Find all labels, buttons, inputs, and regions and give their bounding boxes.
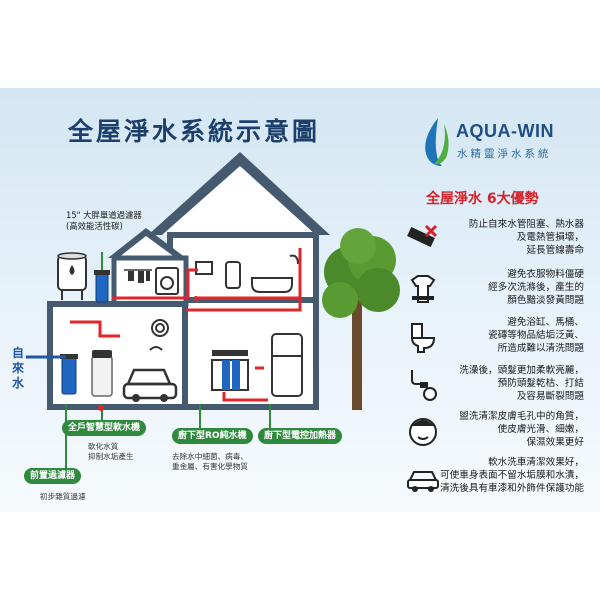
pre-filter bbox=[60, 354, 78, 395]
big-filter-label: 15" 大胖單道過濾器 (高效能活性碳) bbox=[66, 210, 142, 231]
water-softener bbox=[91, 350, 113, 397]
advantage-item-4: 洗澡後，頭髮更加柔軟亮麗， 預防頭髮乾枯、打結 及容易斷裂問題 bbox=[404, 364, 590, 408]
pre-filter-desc: 初步雜質過濾 bbox=[40, 492, 86, 501]
tree bbox=[322, 228, 400, 410]
advantage-text-4: 洗澡後，頭髮更加柔軟亮麗， 預防頭髮乾枯、打結 及容易斷裂問題 bbox=[459, 365, 584, 402]
softener-desc: 軟化水質 抑制水垢產生 bbox=[88, 442, 134, 461]
ro-label: 廚下型RO純水機 bbox=[172, 428, 253, 444]
water-tank bbox=[57, 252, 87, 300]
softener-label: 全戶智慧型軟水機 bbox=[62, 420, 147, 436]
bathroom-fixtures bbox=[195, 254, 299, 293]
advantage-text-2: 避免衣服物料僵硬 經多次洗滌後，產生的 顏色黯淡發黃問題 bbox=[488, 269, 584, 306]
kitchen-fixtures bbox=[211, 333, 303, 397]
big-filter bbox=[94, 270, 110, 303]
clothes-icon bbox=[410, 275, 436, 303]
page-title: 全屋淨水系統示意圖 bbox=[68, 117, 321, 146]
advantage-text-1: 防止自來水管阻塞、熱水器 及電熱管損壞， 延長管線壽命 bbox=[468, 219, 584, 256]
advantage-text-5: 盥洗清潔皮膚毛孔中的角質， 使皮膚光滑、細嫩， 保濕效果更好 bbox=[459, 411, 584, 448]
toilet-icon bbox=[410, 323, 436, 353]
brand-tagline: 水精靈淨水系統 bbox=[457, 148, 552, 160]
advantage-item-2: 避免衣服物料僵硬 經多次洗滌後，產生的 顏色黯淡發黃問題 bbox=[404, 268, 590, 312]
aqua-win-logo bbox=[425, 118, 449, 166]
water-pipes bbox=[70, 248, 302, 402]
advantages-title: 全屋淨水 6大優勢 bbox=[426, 191, 539, 207]
hose bbox=[149, 319, 169, 351]
advantage-text-3: 避免浴缸、馬桶、 瓷磚等物品結垢泛黃、 所造成難以清洗問題 bbox=[488, 317, 584, 354]
advantage-text-6: 軟水洗車清潔效果好， 可使車身表面不留水垢膜和水漬， 清洗後具有車漆和外飾件保護… bbox=[440, 457, 584, 494]
advantage-item-1: 防止自來水管阻塞、熱水器 及電熱管損壞， 延長管線壽命 bbox=[404, 218, 590, 262]
advantage-item-5: 盥洗清潔皮膚毛孔中的角質， 使皮膚光滑、細嫩， 保濕效果更好 bbox=[404, 410, 590, 454]
shower-icon bbox=[411, 370, 437, 401]
tap-water-label: 自來水 bbox=[12, 346, 25, 390]
heater-label: 廚下型電控加熱器 bbox=[258, 428, 343, 444]
car bbox=[122, 368, 178, 402]
washing-machine bbox=[124, 267, 179, 295]
ro-desc: 去除水中細菌、病毒、 重金屬、有害化學物質 bbox=[172, 452, 248, 471]
advantage-item-3: 避免浴缸、馬桶、 瓷磚等物品結垢泛黃、 所造成難以清洗問題 bbox=[404, 316, 590, 360]
advantage-item-6: 軟水洗車清潔效果好， 可使車身表面不留水垢膜和水漬， 清洗後具有車漆和外飾件保護… bbox=[404, 456, 590, 500]
car-icon bbox=[407, 471, 439, 492]
face-icon bbox=[409, 418, 437, 446]
brand-name: AQUA-WIN bbox=[456, 121, 554, 141]
pipe-icon bbox=[407, 224, 438, 248]
pre-filter-label: 前置過濾器 bbox=[24, 468, 82, 484]
